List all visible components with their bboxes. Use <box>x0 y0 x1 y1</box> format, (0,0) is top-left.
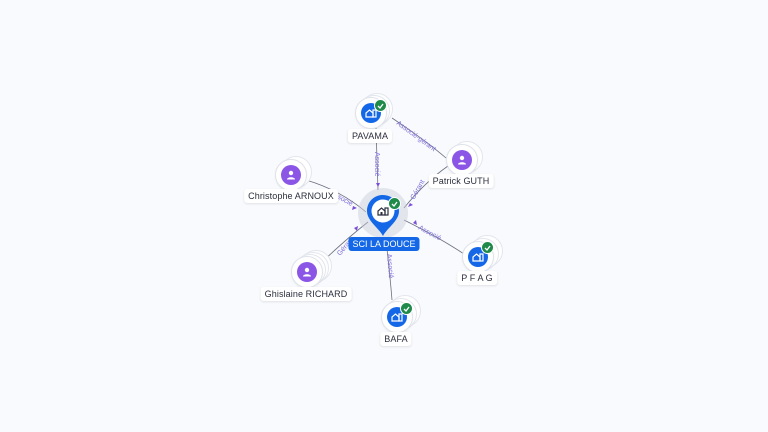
verified-check-icon <box>374 99 387 112</box>
verified-check-icon <box>481 241 494 254</box>
person-icon-bg <box>452 150 472 170</box>
edge-label: Associé <box>385 254 394 279</box>
edge-label: Associé-gérant <box>395 120 437 153</box>
node-label[interactable]: Patrick GUTH <box>428 174 494 188</box>
node-label[interactable]: PAVAMA <box>347 129 393 143</box>
node-label[interactable]: P F A G <box>457 271 497 285</box>
person-icon-bg <box>297 262 317 282</box>
building-icon <box>365 109 377 118</box>
person-icon <box>458 155 466 165</box>
arrow-icon <box>352 206 357 210</box>
node-circle <box>446 144 478 176</box>
edge-label: Associé <box>373 152 380 177</box>
building-icon <box>377 207 389 216</box>
person-icon <box>287 170 295 180</box>
verified-check-icon <box>400 302 413 315</box>
building-icon <box>391 313 403 322</box>
edge-pavama-patrick: Associé-gérant <box>391 117 447 159</box>
person-icon-bg <box>281 165 301 185</box>
node-label[interactable]: Ghislaine RICHARD <box>260 287 352 301</box>
node-label[interactable]: Christophe ARNOUX <box>244 189 338 203</box>
arrow-icon <box>354 226 358 231</box>
edge-label: Gérant <box>410 179 427 201</box>
person-icon <box>303 267 311 277</box>
center-node-label[interactable]: SCI LA DOUCE <box>348 237 420 251</box>
arrow-icon <box>413 220 417 225</box>
node-circle <box>275 159 307 191</box>
edge-label: Associé <box>417 225 442 243</box>
arrow-icon <box>408 203 413 207</box>
node-label[interactable]: BAFA <box>380 332 412 346</box>
arrow-icon <box>376 183 380 187</box>
node-circle <box>291 256 323 288</box>
verified-check-icon <box>388 197 401 210</box>
building-icon <box>472 253 484 262</box>
